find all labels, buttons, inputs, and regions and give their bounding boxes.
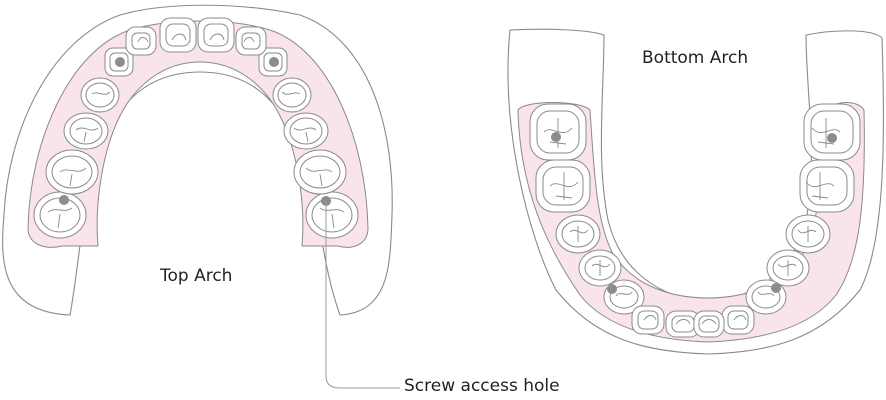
tooth bbox=[204, 24, 228, 46]
screw-access-hole-dot bbox=[59, 195, 69, 205]
bottom-arch-label: Bottom Arch bbox=[642, 48, 748, 68]
tooth bbox=[52, 156, 92, 188]
top-arch-label: Top Arch bbox=[160, 266, 232, 286]
tooth bbox=[807, 167, 847, 205]
tooth bbox=[166, 24, 190, 46]
bottom-arch bbox=[508, 29, 883, 354]
screw-access-hole-dot bbox=[607, 284, 617, 294]
tooth bbox=[290, 118, 322, 144]
tooth bbox=[300, 156, 340, 188]
tooth bbox=[70, 118, 102, 144]
tooth bbox=[543, 167, 583, 205]
screw-access-hole-dot bbox=[551, 132, 561, 142]
tooth bbox=[638, 311, 658, 329]
screw-access-hole-dot bbox=[269, 57, 279, 67]
screw-access-hole-dot bbox=[771, 283, 781, 293]
screw-access-hole-dot bbox=[115, 57, 125, 67]
tooth bbox=[728, 311, 748, 329]
screw-access-hole-dot bbox=[827, 133, 837, 143]
tooth bbox=[278, 83, 306, 107]
tooth bbox=[672, 316, 694, 332]
tooth bbox=[86, 83, 114, 107]
screw-access-hole-label: Screw access hole bbox=[404, 376, 560, 396]
